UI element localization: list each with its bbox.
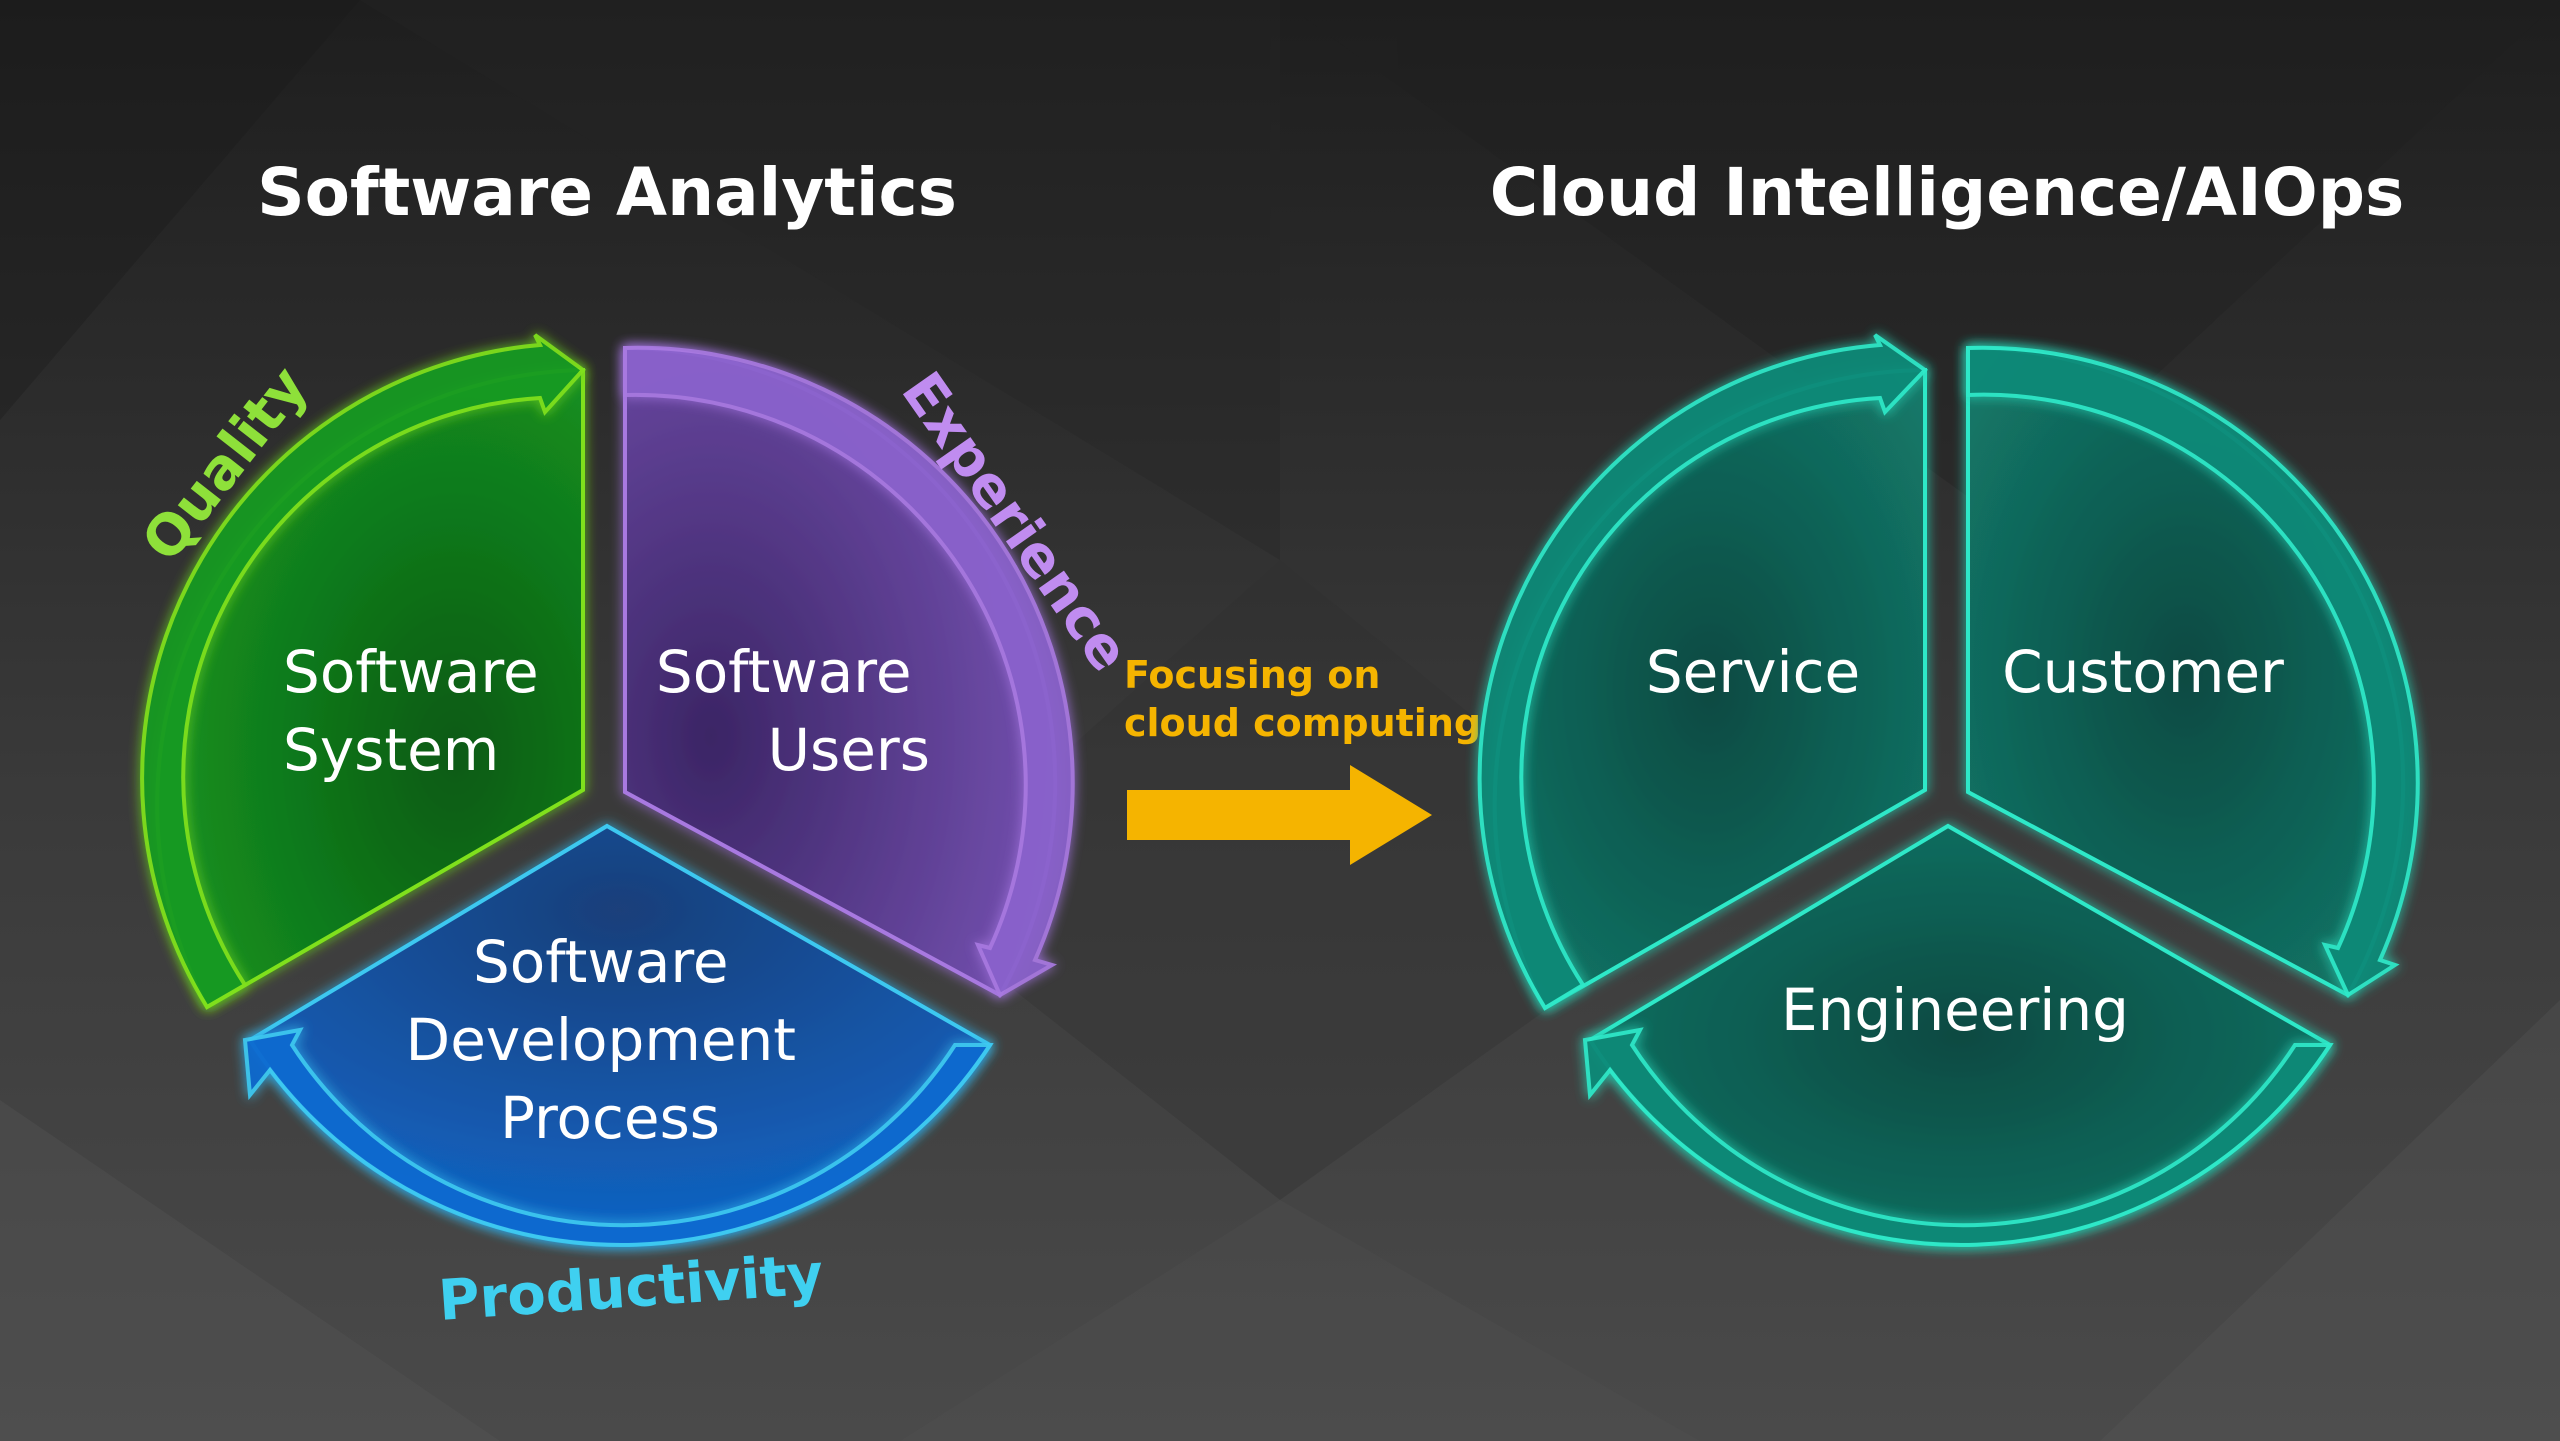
label-service: Service (1646, 638, 1860, 706)
right-title: Cloud Intelligence/AIOps (1490, 154, 2405, 231)
left-cycle: Software System Software Users Software … (130, 333, 1142, 1334)
transition-arrow (1127, 765, 1432, 865)
left-title: Software Analytics (257, 154, 957, 231)
service-arrow (1477, 333, 1929, 1011)
label-engineering: Engineering (1781, 976, 2129, 1044)
label-software-development-process: Software Development Process (406, 928, 815, 1152)
label-software-users: Software Users (656, 638, 930, 784)
label-customer: Customer (2002, 638, 2284, 706)
transition: Focusing on cloud computing (1124, 653, 1481, 865)
quality-arrow (140, 333, 586, 1010)
label-software-system: Software System (283, 638, 557, 784)
experience-arrow (623, 345, 1075, 998)
engineering-arrow (1582, 1027, 2334, 1247)
right-cycle: Service Customer Engineering (1477, 333, 2420, 1247)
customer-arrow (1966, 345, 2420, 998)
productivity-arrow (242, 1027, 994, 1247)
transition-note: Focusing on cloud computing (1124, 653, 1481, 745)
